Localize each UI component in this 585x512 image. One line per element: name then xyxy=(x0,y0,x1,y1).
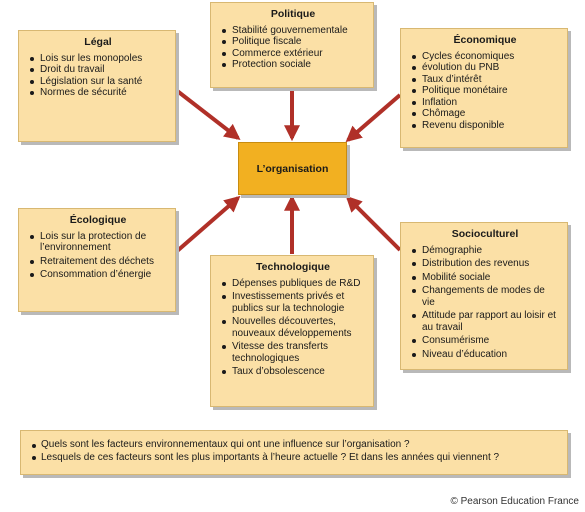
list-item: Attitude par rapport au loisir et au tra… xyxy=(411,310,559,333)
box-title: Technologique xyxy=(256,261,330,273)
box-title: Économique xyxy=(453,34,517,46)
list-item: Chômage xyxy=(411,108,559,120)
arrow-legal xyxy=(174,88,241,140)
list-item: Niveau d’éducation xyxy=(411,349,559,361)
box-title: Écologique xyxy=(69,214,127,226)
arrow-economique xyxy=(345,93,402,143)
list-item: Investissements privés et publics sur la… xyxy=(221,291,365,314)
box-technologique: Technologique Dépenses publiques de R&D … xyxy=(210,255,374,407)
question-item: Lesquels de ces facteurs sont les plus i… xyxy=(31,452,557,465)
box-economique: Économique Cycles économiques évolution … xyxy=(400,28,568,148)
box-politique: Politique Stabilité gouvernementale Poli… xyxy=(210,2,374,88)
list-item: évolution du PNB xyxy=(411,62,559,74)
list-item: Taux d’intérêt xyxy=(411,74,559,86)
center-organisation: L’organisation xyxy=(238,142,347,195)
list-item: Lois sur la protection de l’environnemen… xyxy=(29,231,167,254)
list-item: Politique monétaire xyxy=(411,85,559,97)
list-item: Normes de sécurité xyxy=(29,87,167,99)
questions-box: Quels sont les facteurs environnementaux… xyxy=(20,430,568,475)
list-item: Nouvelles découvertes, nouveaux développ… xyxy=(221,316,365,339)
list-item: Politique fiscale xyxy=(221,36,365,48)
list-item: Inflation xyxy=(411,97,559,109)
list-item: Taux d’obsolescence xyxy=(221,366,365,378)
center-label: L’organisation xyxy=(256,162,329,175)
list-item: Vitesse des transferts technologiques xyxy=(221,341,365,364)
copyright-notice: © Pearson Education France xyxy=(450,496,579,507)
list-item: Dépenses publiques de R&D xyxy=(221,278,365,290)
list-item: Démographie xyxy=(411,245,559,257)
list-item: Revenu disponible xyxy=(411,120,559,132)
list-item: Distribution des revenus xyxy=(411,258,559,270)
list-item: Retraitement des déchets xyxy=(29,256,167,268)
list-item: Consumérisme xyxy=(411,335,559,347)
list-item: Changements de modes de vie xyxy=(411,285,559,308)
box-title: Socioculturel xyxy=(451,228,519,240)
box-title: Légal xyxy=(84,36,112,48)
list-item: Mobilité sociale xyxy=(411,272,559,284)
box-legal: Légal Lois sur les monopoles Droit du tr… xyxy=(18,30,176,142)
list-item: Droit du travail xyxy=(29,64,167,76)
box-socioculturel: Socioculturel Démographie Distribution d… xyxy=(400,222,568,370)
arrow-ecologique xyxy=(174,195,241,254)
list-item: Consommation d’énergie xyxy=(29,269,167,281)
question-item: Quels sont les facteurs environnementaux… xyxy=(31,439,557,452)
list-item: Protection sociale xyxy=(221,59,365,71)
list-item: Stabilité gouvernementale xyxy=(221,25,365,37)
arrow-socioculturel xyxy=(345,195,402,252)
box-ecologique: Écologique Lois sur la protection de l’e… xyxy=(18,208,176,312)
list-item: Cycles économiques xyxy=(411,51,559,63)
list-item: Législation sur la santé xyxy=(29,76,167,88)
list-item: Lois sur les monopoles xyxy=(29,53,167,65)
list-item: Commerce extérieur xyxy=(221,48,365,60)
box-title: Politique xyxy=(270,8,316,20)
